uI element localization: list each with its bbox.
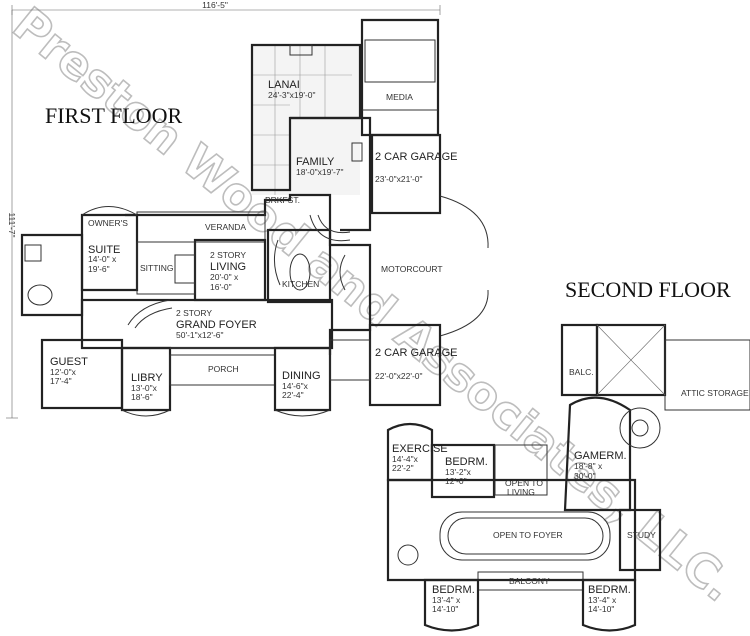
motorcourt-label: MOTORCOURT bbox=[381, 264, 443, 274]
garage-bottom-size: 22'-0"x22'-0" bbox=[375, 371, 423, 381]
guest-size-line1: 12'-0"x bbox=[50, 367, 77, 377]
overall-width-dimension: 116'-5" bbox=[202, 0, 228, 10]
bedroom-mid-size-line1: 13'-2"x bbox=[445, 467, 472, 477]
bedroom-left-label: BEDRM. bbox=[432, 584, 475, 596]
balcony-label: BALCONY bbox=[509, 576, 550, 586]
guest-label: GUEST bbox=[50, 356, 88, 368]
library-size-line2: 18'-6" bbox=[131, 392, 153, 402]
living-prefix: 2 STORY bbox=[210, 250, 246, 260]
family-size: 18'-0"x19'-7" bbox=[296, 167, 344, 177]
bedroom-mid-label: BEDRM. bbox=[445, 456, 488, 468]
grand-foyer-label: GRAND FOYER bbox=[176, 319, 257, 331]
bedroom-left-size-line2: 14'-10" bbox=[432, 604, 458, 614]
lanai-label: LANAI bbox=[268, 79, 300, 91]
breakfast-label: BRKFST. bbox=[265, 195, 300, 205]
dining-label: DINING bbox=[282, 370, 321, 382]
first-floor-walls bbox=[20, 18, 489, 417]
veranda-label: VERANDA bbox=[205, 222, 246, 232]
second-floor-labels: BALC. ATTIC STORAGE EXERCISE 14'-4"x 22'… bbox=[392, 367, 749, 614]
guest-size-line2: 17'-4" bbox=[50, 376, 72, 386]
owners-suite-label-line2: SUITE bbox=[88, 244, 120, 256]
owners-suite-label-line1: OWNER'S bbox=[88, 218, 128, 228]
exercise-size-line2: 22'-2" bbox=[392, 463, 414, 473]
first-floor-labels: LANAI 24'-3"x19'-0" MEDIA FAMILY 18'-0"x… bbox=[50, 79, 458, 402]
open-to-living-line2: LIVING bbox=[507, 487, 535, 497]
garage-top-size: 23'-0"x21'-0" bbox=[375, 174, 423, 184]
game-room-size-line2: 30'-0" bbox=[574, 471, 596, 481]
second-floor-title: SECOND FLOOR bbox=[565, 277, 731, 302]
grand-foyer-size: 50'-1"x12'-6" bbox=[176, 330, 224, 340]
living-size-line1: 20'-0" x bbox=[210, 272, 239, 282]
media-label: MEDIA bbox=[386, 92, 413, 102]
exercise-size-line1: 14'-4"x bbox=[392, 454, 419, 464]
bedroom-right-size-line2: 14'-10" bbox=[588, 604, 614, 614]
game-room-label: GAMERM. bbox=[574, 450, 627, 462]
family-label: FAMILY bbox=[296, 156, 335, 168]
open-to-living-line1: OPEN TO bbox=[505, 478, 543, 488]
balcony-small-label: BALC. bbox=[569, 367, 594, 377]
owners-suite-size-line2: 19'-6" bbox=[88, 264, 110, 274]
bedroom-left-size-line1: 13'-4" x bbox=[432, 595, 461, 605]
open-to-foyer-label: OPEN TO FOYER bbox=[493, 530, 563, 540]
bedroom-right-size-line1: 13'-4" x bbox=[588, 595, 617, 605]
lanai-size: 24'-3"x19'-0" bbox=[268, 90, 316, 100]
kitchen-label: KITCHEN bbox=[282, 279, 319, 289]
bedroom-mid-size-line2: 12'-0" bbox=[445, 476, 467, 486]
owners-suite-size-line1: 14'-0" x bbox=[88, 254, 117, 264]
study-label: STUDY bbox=[627, 530, 656, 540]
first-floor-title: FIRST FLOOR bbox=[45, 103, 182, 128]
grand-foyer-prefix: 2 STORY bbox=[176, 308, 212, 318]
living-size-line2: 16'-0" bbox=[210, 282, 232, 292]
exercise-label: EXERCISE bbox=[392, 443, 448, 455]
garage-top-label: 2 CAR GARAGE bbox=[375, 151, 458, 163]
overall-depth-dimension: 111'-7" bbox=[7, 212, 17, 237]
dining-size-line2: 22'-4" bbox=[282, 390, 304, 400]
attic-storage-label: ATTIC STORAGE bbox=[681, 388, 749, 398]
garage-bottom-label: 2 CAR GARAGE bbox=[375, 347, 458, 359]
game-room-size-line1: 18'-8" x bbox=[574, 461, 603, 471]
dining-size-line1: 14'-6"x bbox=[282, 381, 309, 391]
sitting-label: SITTING bbox=[140, 263, 174, 273]
library-label: LIBRY bbox=[131, 372, 163, 384]
second-floor-walls bbox=[386, 323, 750, 632]
bedroom-right-label: BEDRM. bbox=[588, 584, 631, 596]
library-size-line1: 13'-0"x bbox=[131, 383, 158, 393]
porch-label: PORCH bbox=[208, 364, 239, 374]
living-label: LIVING bbox=[210, 261, 246, 273]
overall-dimensions: 116'-5" 111'-7" bbox=[6, 0, 441, 419]
